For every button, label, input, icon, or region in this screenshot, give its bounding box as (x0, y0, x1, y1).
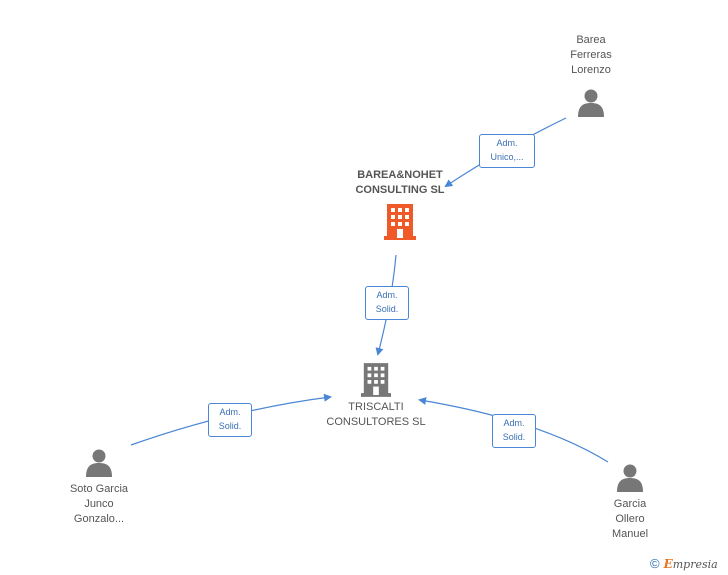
person-label: Barea Ferreras Lorenzo (570, 34, 612, 76)
person-node-soto-garcia[interactable]: Soto Garcia Junco Gonzalo... (57, 448, 141, 527)
person-icon (617, 464, 643, 492)
brand-name: mpresia (672, 558, 718, 571)
brand-initial: E (663, 557, 673, 571)
company-node-triscalti[interactable]: TRISCALTI CONSULTORES SL (316, 362, 436, 430)
building-icon (384, 204, 416, 240)
empresia-logo[interactable]: ©Empresia (650, 556, 718, 571)
person-icon (578, 89, 604, 117)
company-label: BAREA&NOHET CONSULTING SL (355, 169, 445, 196)
building-icon (361, 363, 391, 397)
person-node-barea-ferreras[interactable]: Barea Ferreras Lorenzo (551, 33, 631, 118)
person-icon (86, 449, 112, 477)
company-label: TRISCALTI CONSULTORES SL (326, 401, 426, 428)
role-badge-adm-solid[interactable]: Adm. Solid. (208, 403, 252, 437)
person-label: Soto Garcia Junco Gonzalo... (69, 483, 129, 525)
person-label: Garcia Ollero Manuel (611, 498, 649, 540)
copyright-symbol: © (650, 556, 660, 571)
person-node-garcia-ollero[interactable]: Garcia Ollero Manuel (590, 463, 670, 542)
role-badge-adm-solid[interactable]: Adm. Solid. (365, 286, 409, 320)
company-node-barea-nohet[interactable]: BAREA&NOHET CONSULTING SL (340, 168, 460, 240)
role-badge-adm-solid[interactable]: Adm. Solid. (492, 414, 536, 448)
role-badge-adm-unico[interactable]: Adm. Unico,... (479, 134, 535, 168)
